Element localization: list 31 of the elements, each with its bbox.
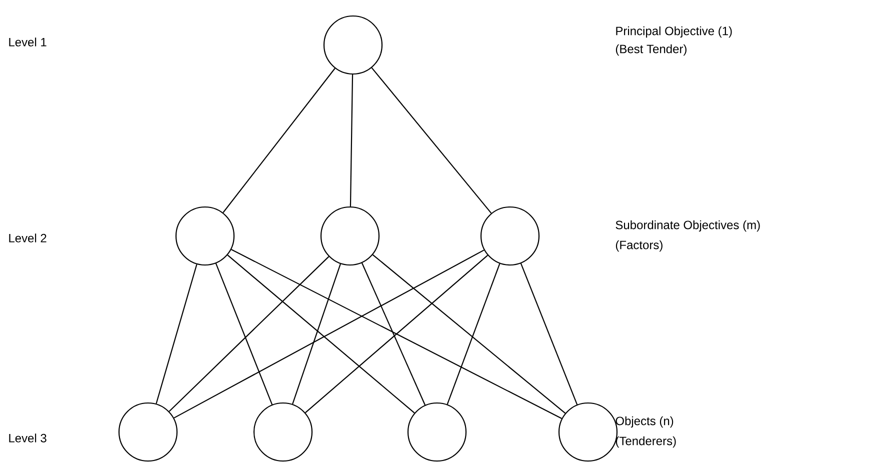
connector-line [231,248,562,420]
connector-line [222,68,336,213]
circle-node [407,402,467,462]
connector-line [227,254,415,414]
connector-line [362,262,426,406]
connector-line [292,264,341,404]
circle-node [323,15,383,75]
circle-node [175,206,235,266]
level-label: Level 2 [9,234,46,242]
circle-node [253,402,313,462]
level-description: Principal Objective (1) [616,26,732,38]
level-description: Objects (n) [616,416,674,428]
level-description: (Tenderers) [616,436,676,448]
level-description: (Best Tender) [616,44,686,56]
level-description: Subordinate Objectives (m) [616,220,760,232]
connector-line [371,67,492,214]
circle-node [480,206,540,266]
circle-node [118,402,178,462]
connector-line [215,263,273,405]
level-label: Level 1 [9,38,46,46]
level-description: (Factors) [616,240,662,252]
level-label: Level 3 [9,434,46,442]
connector-line [372,254,566,414]
connector-line [446,263,500,404]
connector-line [520,263,578,405]
connector-line [174,250,484,418]
circle-node [320,206,380,266]
connector-line [156,264,198,404]
connector-line [350,74,354,206]
connector-line [168,256,330,412]
connector-line [305,254,488,414]
